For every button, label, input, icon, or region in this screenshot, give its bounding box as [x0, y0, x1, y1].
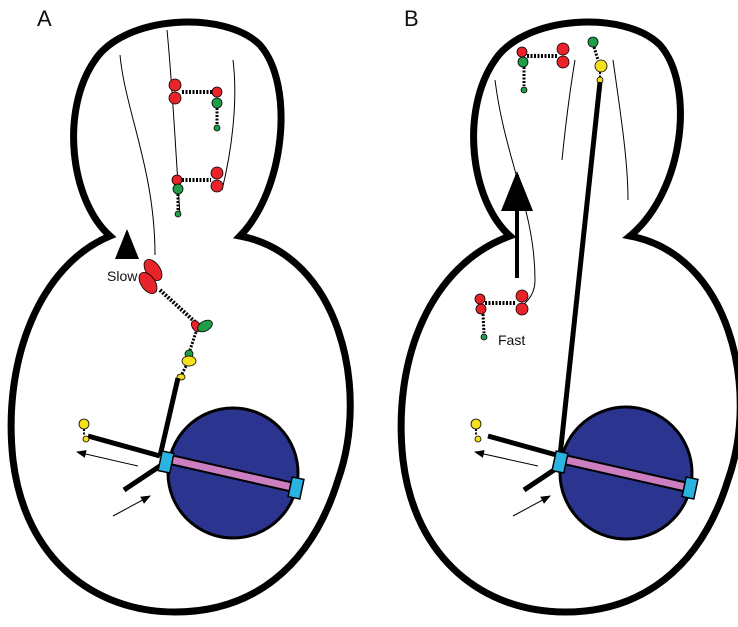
- panel-label-a: A: [37, 6, 52, 32]
- panel-label-b: B: [404, 6, 419, 32]
- plus-end-marker-b: [471, 419, 481, 429]
- fast-label: Fast: [498, 332, 525, 348]
- panel-a: [11, 22, 350, 612]
- cell-outline-a: [11, 22, 350, 612]
- cell-outline-b: [401, 22, 738, 612]
- slow-label: Slow: [107, 268, 137, 284]
- panel-b: [401, 22, 738, 612]
- plus-end-marker-a: [79, 419, 89, 429]
